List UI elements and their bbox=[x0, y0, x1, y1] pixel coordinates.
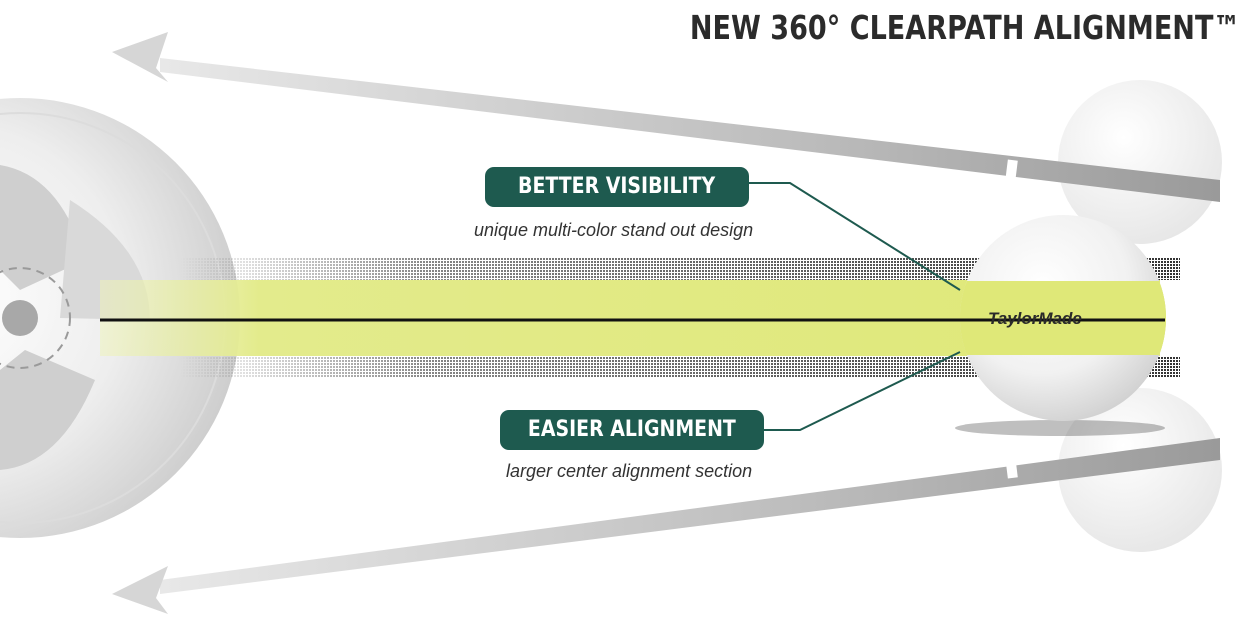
ball-alignment-band bbox=[960, 281, 1166, 355]
page-title: NEW 360° CLEARPATH ALIGNMENT™ bbox=[689, 8, 1240, 47]
callout-better-visibility: BETTER VISIBILITY bbox=[485, 167, 749, 207]
leader-line-bottom bbox=[764, 351, 961, 431]
golf-ball-icon bbox=[1058, 80, 1222, 244]
alignment-texture bbox=[180, 258, 1180, 378]
leader-line-top bbox=[749, 182, 961, 291]
brand-logo: TaylorMade bbox=[988, 309, 1082, 328]
callout-caption: larger center alignment section bbox=[506, 461, 753, 481]
callout-label: BETTER VISIBILITY bbox=[518, 174, 716, 199]
arrow-left-icon bbox=[112, 32, 1220, 202]
arrow-left-icon bbox=[112, 438, 1220, 614]
callout-label: EASIER ALIGNMENT bbox=[528, 417, 736, 442]
callout-easier-alignment: EASIER ALIGNMENT bbox=[500, 410, 764, 450]
callout-caption: unique multi-color stand out design bbox=[474, 220, 754, 240]
